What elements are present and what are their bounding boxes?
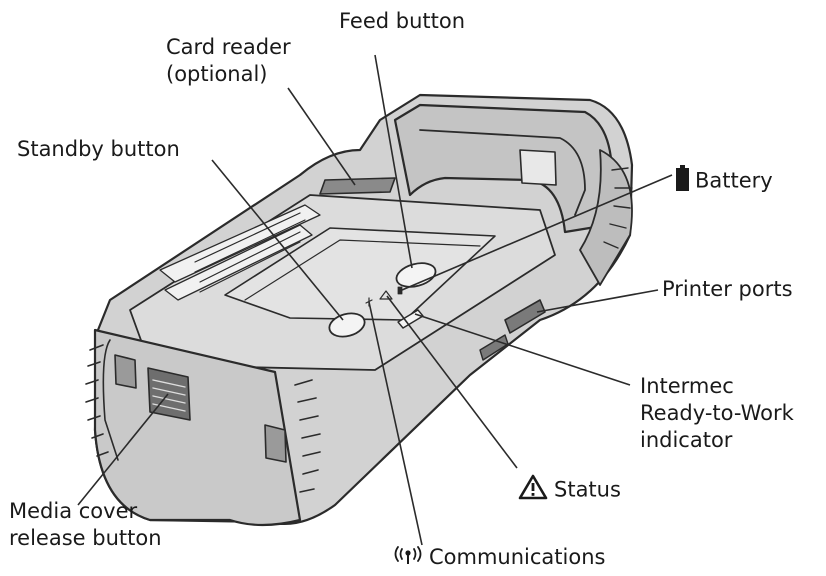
leader-communications (368, 301, 423, 546)
leader-media-cover (77, 393, 169, 506)
label-indicator-line1: Intermec (640, 374, 734, 398)
leader-status (386, 295, 518, 469)
printer-ports (504, 299, 546, 334)
leader-standby (211, 159, 344, 321)
label-indicator-line2: Ready-to-Work (640, 401, 794, 425)
label-communications-text: Communications (429, 545, 606, 569)
leader-lines (77, 54, 673, 546)
feed-button (395, 262, 437, 288)
clip-slot (519, 149, 557, 186)
antenna-signal-icon (393, 545, 423, 572)
leader-indicator (414, 313, 631, 386)
printer-cradle (393, 103, 614, 234)
label-card-reader-line1: Card reader (166, 35, 291, 59)
label-printer-ports: Printer ports (662, 277, 793, 301)
front-port-left (114, 354, 137, 389)
card-reader-slot (319, 177, 396, 195)
label-status-text: Status (554, 477, 621, 502)
label-media-cover-line1: Media cover (9, 499, 138, 523)
label-indicator: Intermec Ready-to-Work indicator (640, 373, 794, 454)
label-communications: Communications (393, 544, 605, 572)
leader-feed (374, 54, 413, 269)
media-cover (224, 227, 496, 321)
label-battery: Battery (676, 165, 773, 198)
bumper-ribs (85, 344, 321, 493)
label-indicator-line3: indicator (640, 428, 733, 452)
warning-triangle-icon (518, 474, 548, 507)
label-status: Status (518, 474, 621, 507)
label-standby-button: Standby button (17, 137, 180, 161)
label-media-cover: Media cover release button (9, 498, 162, 552)
leader-card-reader (287, 87, 356, 186)
standby-button (328, 312, 366, 338)
front-face (93, 328, 302, 527)
front-port-right (264, 424, 287, 463)
label-card-reader-line2: (optional) (166, 62, 268, 86)
label-feed-button: Feed button (339, 9, 466, 33)
label-card-reader: Card reader (optional) (166, 34, 291, 88)
battery-icon (676, 165, 689, 198)
label-battery-text: Battery (695, 168, 773, 193)
leader-battery (401, 174, 673, 291)
leader-printer-ports (536, 289, 659, 313)
label-media-cover-line2: release button (9, 526, 162, 550)
